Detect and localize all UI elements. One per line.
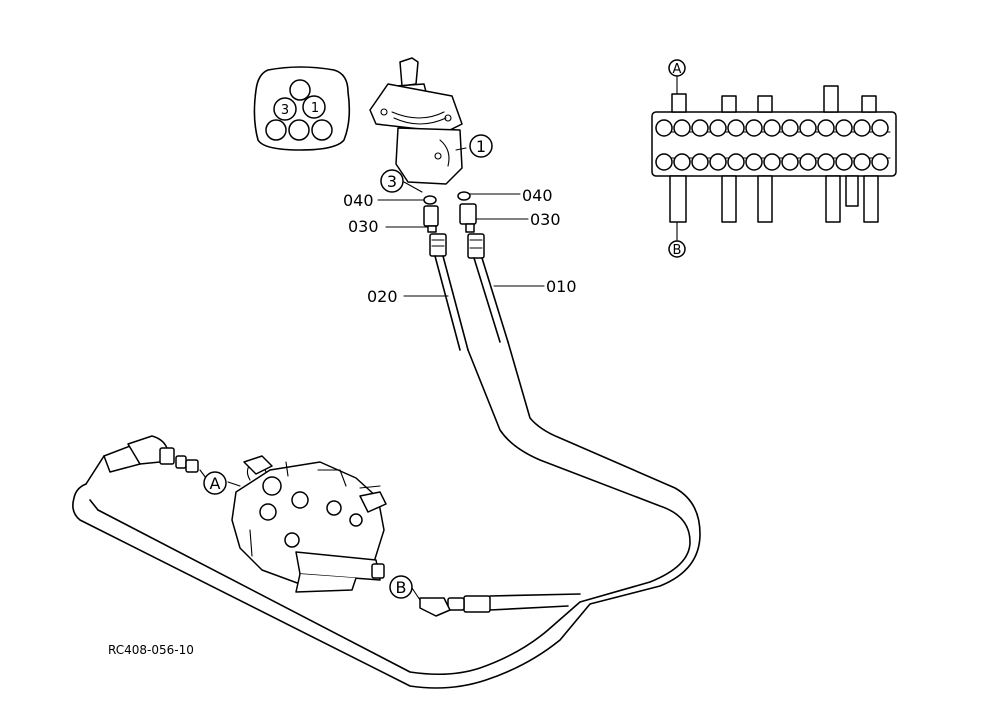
part-020-label: 020: [367, 287, 398, 306]
port-b-main-label: B: [396, 578, 407, 597]
control-valve-drawing: [231, 455, 387, 593]
pilot-valve-drawing: [369, 57, 463, 185]
part-010-label: 010: [546, 277, 577, 296]
hose-010-drawing: [457, 191, 509, 343]
port-layout-inset: 3 1: [253, 66, 351, 151]
port-b-main-callout: B: [389, 575, 413, 599]
inset-port-1-label: 1: [311, 101, 319, 116]
part-040-right-label: 040: [522, 186, 553, 205]
valve-section-detail: [651, 75, 897, 241]
leader-lines: [199, 147, 545, 601]
port-b-detail-label: B: [673, 243, 682, 258]
part-040-left-label: 040: [343, 191, 374, 210]
port-a-main-callout: A: [203, 471, 227, 495]
hose-loop-drawing: [72, 341, 701, 689]
part-030-left-label: 030: [348, 217, 379, 236]
port-a-detail-callout: A: [668, 59, 686, 77]
callout-3-label: 3: [387, 172, 397, 191]
callout-3: 3: [380, 169, 404, 193]
detail-port-circles: [655, 119, 889, 171]
inset-port-3-label: 3: [281, 103, 289, 118]
port-a-main-label: A: [210, 474, 221, 493]
callout-1-label: 1: [476, 137, 486, 156]
figure-code: RC408-056-10: [108, 643, 194, 657]
hose-020-drawing: [423, 195, 469, 351]
part-030-right-label: 030: [530, 210, 561, 229]
callout-1: 1: [469, 134, 493, 158]
port-b-detail-callout: B: [668, 240, 686, 258]
port-a-detail-label: A: [673, 62, 682, 77]
